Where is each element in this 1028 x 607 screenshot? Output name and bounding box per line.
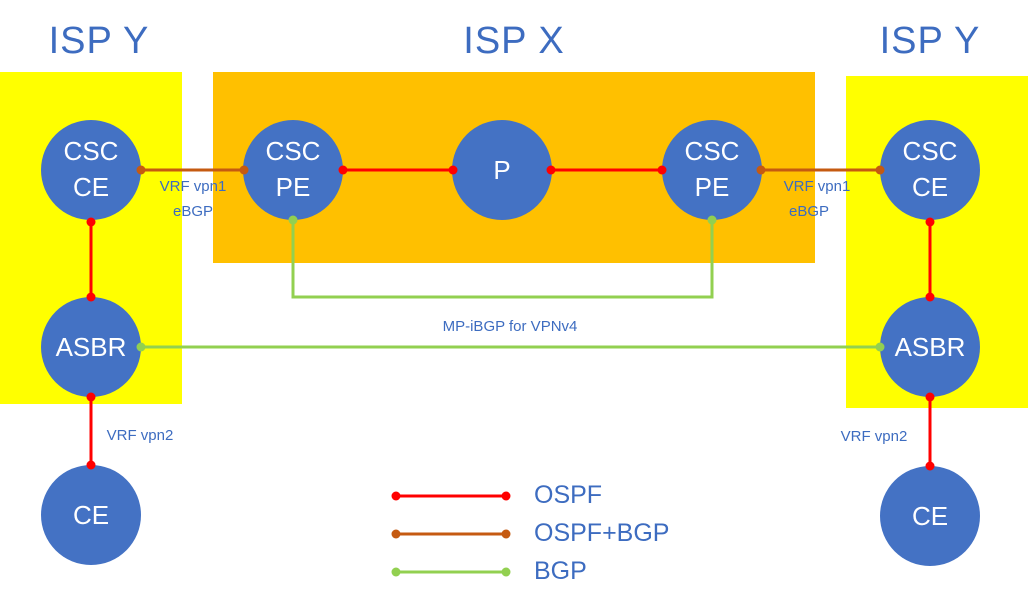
svg-text:ASBR: ASBR bbox=[895, 332, 966, 362]
legend-bgp-label: BGP bbox=[534, 557, 587, 585]
svg-text:CE: CE bbox=[73, 500, 109, 530]
svg-text:P: P bbox=[493, 155, 510, 185]
label-right-vrf-vpn2: VRF vpn2 bbox=[840, 428, 908, 445]
node-csc-pe-left: CSC PE bbox=[243, 120, 343, 220]
svg-text:CE: CE bbox=[912, 172, 948, 202]
links bbox=[89, 168, 932, 466]
svg-text:CSC: CSC bbox=[266, 136, 321, 166]
svg-text:PE: PE bbox=[276, 172, 311, 202]
svg-text:CSC: CSC bbox=[903, 136, 958, 166]
endpoint-dots bbox=[86, 165, 935, 471]
legend-lines bbox=[391, 491, 511, 577]
svg-text:CSC: CSC bbox=[64, 136, 119, 166]
label-right-vrf-vpn1: VRF vpn1 bbox=[783, 178, 851, 195]
label-left-vrf-vpn1: VRF vpn1 bbox=[159, 178, 227, 195]
node-left-asbr: ASBR bbox=[41, 297, 141, 397]
node-left-csc-ce: CSC CE bbox=[41, 120, 141, 220]
node-right-asbr: ASBR bbox=[880, 297, 980, 397]
label-right-ebgp: eBGP bbox=[788, 203, 830, 220]
label-left-ebgp: eBGP bbox=[172, 203, 214, 220]
svg-text:PE: PE bbox=[695, 172, 730, 202]
node-csc-pe-right: CSC PE bbox=[662, 120, 762, 220]
node-right-csc-ce: CSC CE bbox=[880, 120, 980, 220]
svg-text:CE: CE bbox=[912, 501, 948, 531]
legend-ospf-label: OSPF bbox=[534, 481, 603, 509]
svg-text:CE: CE bbox=[73, 172, 109, 202]
node-p: P bbox=[452, 120, 552, 220]
link-pe-pe-bgp bbox=[291, 220, 714, 299]
node-right-ce: CE bbox=[880, 466, 980, 566]
isp-y-left-title: ISP Y bbox=[48, 20, 150, 62]
label-left-vrf-vpn2: VRF vpn2 bbox=[106, 427, 174, 444]
isp-x-title: ISP X bbox=[463, 20, 565, 62]
legend-ospf-bgp-label: OSPF+BGP bbox=[534, 519, 670, 547]
svg-text:ASBR: ASBR bbox=[56, 332, 127, 362]
node-left-ce: CE bbox=[41, 465, 141, 565]
label-mp-ibgp: MP-iBGP for VPNv4 bbox=[442, 318, 578, 335]
svg-text:CSC: CSC bbox=[685, 136, 740, 166]
isp-y-right-title: ISP Y bbox=[879, 20, 981, 62]
